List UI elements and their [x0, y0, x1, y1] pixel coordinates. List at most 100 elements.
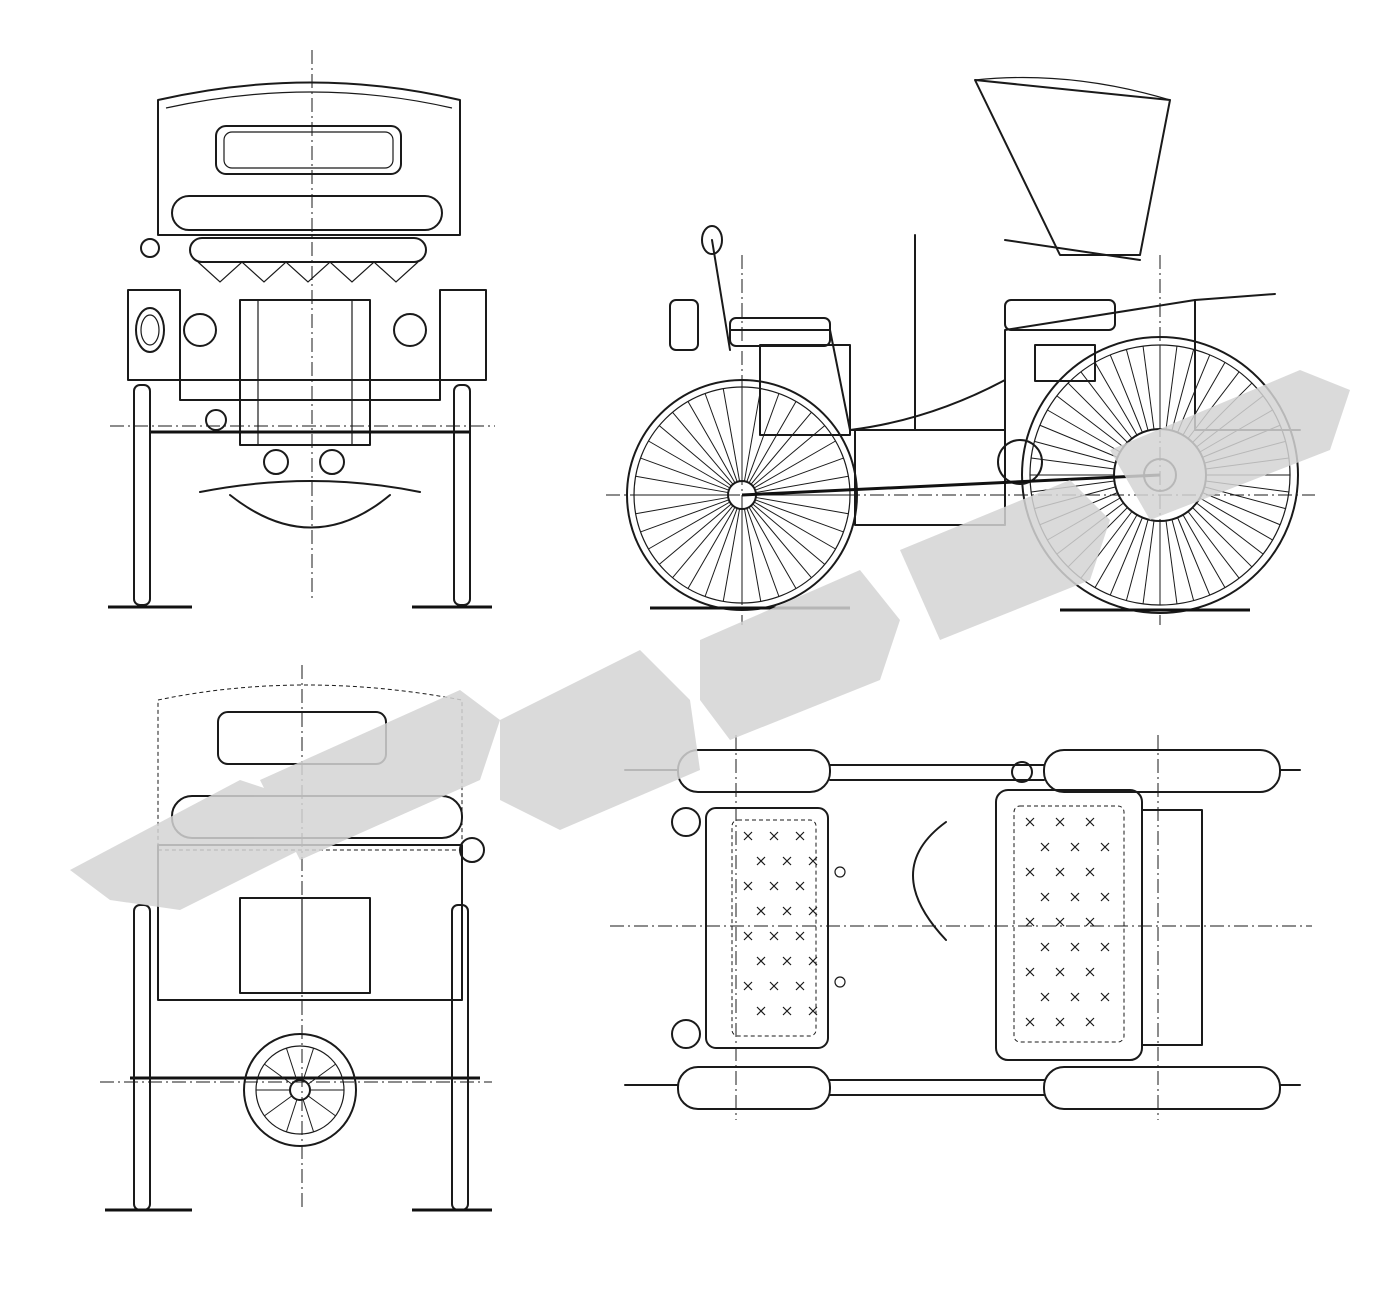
seat-tuft-mark — [1025, 867, 1035, 877]
side-view-canopy-top — [974, 76, 1171, 101]
wheel-spoke — [1177, 517, 1211, 596]
wheel-spoke — [672, 411, 734, 485]
seat-tuft-mark — [808, 856, 818, 866]
wheel-spoke — [1171, 349, 1195, 431]
top-view-engine-outline — [1141, 809, 1203, 1046]
seat-tuft-mark — [795, 831, 805, 841]
wheel-spoke — [753, 501, 836, 550]
seat-tuft-mark — [1055, 1017, 1065, 1027]
wheel-spoke — [1171, 519, 1195, 601]
rear-view-differential — [243, 1033, 357, 1147]
seat-tuft-mark — [1040, 942, 1050, 952]
seat-tuft-mark — [756, 906, 766, 916]
wheel-spoke — [1196, 502, 1264, 555]
seat-tuft-mark — [769, 931, 779, 941]
side-view-steering-column — [711, 239, 731, 351]
seat-tuft-mark — [1055, 967, 1065, 977]
side-view-engine-louvres — [1034, 344, 1096, 382]
seat-tuft-mark — [756, 1006, 766, 1016]
wheel-spoke — [1165, 520, 1178, 604]
wheel-spoke — [1034, 440, 1116, 464]
wheel-spoke — [640, 499, 730, 533]
seat-tuft-mark — [1040, 842, 1050, 852]
front-view-left-lamp-lens — [140, 314, 160, 346]
wheel-spoke — [648, 501, 731, 550]
seat-tuft-mark — [1040, 992, 1050, 1002]
seat-tuft-mark — [808, 1006, 818, 1016]
seat-tuft-mark — [1100, 892, 1110, 902]
side-view-front-wheel-spokes — [634, 387, 850, 603]
seat-tuft-mark — [1070, 892, 1080, 902]
wheel-spoke — [658, 425, 732, 487]
wheel-spoke — [722, 508, 741, 602]
seat-tuft-mark — [743, 981, 753, 991]
seat-tuft-mark — [1025, 817, 1035, 827]
wheel-spoke — [285, 1047, 298, 1081]
rear-view-body — [157, 844, 463, 1001]
top-view-rear-right-wheel — [1043, 1066, 1281, 1110]
wheel-spoke — [1094, 514, 1138, 588]
wheel-spoke — [302, 1047, 315, 1081]
seat-tuft-mark — [1085, 1017, 1095, 1027]
front-view-rear-window-glass — [223, 131, 394, 169]
wheel-spoke — [746, 393, 780, 483]
wheel-spoke — [1165, 346, 1178, 430]
wheel-spoke — [1031, 457, 1115, 470]
watermark-letter-3 — [500, 650, 700, 830]
wheel-spoke — [1109, 354, 1143, 433]
rear-view-differential-spokes — [256, 1047, 344, 1133]
seat-tuft-mark — [782, 956, 792, 966]
wheel-spoke — [748, 401, 797, 484]
seat-tuft-mark — [1070, 842, 1080, 852]
rear-view-left-wheel — [133, 904, 151, 1211]
wheel-spoke — [754, 457, 844, 491]
top-view-pivot-lower — [834, 976, 846, 988]
seat-tuft-mark — [1100, 992, 1110, 1002]
seat-tuft-mark — [1085, 967, 1095, 977]
front-view-rear-window — [215, 125, 402, 175]
front-view-right-wheel — [453, 384, 471, 606]
wheel-spoke — [307, 1095, 336, 1117]
wheel-spoke — [753, 440, 836, 489]
top-view-rear-left-wheel — [1043, 749, 1281, 793]
front-view-seat-pleats — [197, 261, 419, 283]
front-view-left-headlamp — [183, 313, 217, 347]
wheel-spoke — [1125, 519, 1149, 601]
watermark-letter-6 — [1110, 370, 1350, 520]
front-view-left-lamp — [135, 307, 165, 353]
wheel-spoke — [755, 496, 849, 515]
side-view-steering-tiller — [701, 225, 723, 255]
side-view-canopy-bow — [1004, 239, 1141, 261]
wheel-spoke — [648, 440, 731, 489]
wheel-spoke — [750, 411, 812, 485]
seat-tuft-mark — [1100, 842, 1110, 852]
front-view-oil-reservoir — [205, 409, 227, 431]
wheel-spoke — [687, 401, 736, 484]
front-view-canopy — [157, 81, 461, 236]
watermark-letter-5 — [900, 480, 1110, 640]
watermark-letter-1 — [70, 780, 300, 910]
wheel-spoke — [658, 503, 732, 565]
seat-tuft-mark — [1070, 992, 1080, 1002]
wheel-spoke — [743, 388, 762, 482]
seat-tuft-mark — [782, 856, 792, 866]
front-view-cylinder-right — [319, 449, 345, 475]
front-view-right-headlamp — [393, 313, 427, 347]
wheel-spoke — [672, 505, 734, 579]
wheel-spoke — [264, 1063, 293, 1085]
top-view-rear-seat-cushion — [1013, 805, 1125, 1043]
wheel-spoke — [1202, 492, 1281, 526]
front-view-engine-sump — [229, 494, 391, 529]
seat-tuft-mark — [1085, 817, 1095, 827]
seat-tuft-mark — [1040, 892, 1050, 902]
wheel-spoke — [635, 496, 729, 515]
top-view-front-seat-tufting — [743, 831, 818, 1016]
top-view-horn-bulb — [1011, 761, 1033, 783]
watermark-logo — [70, 370, 1350, 910]
top-view-front-left-wheel — [677, 749, 831, 793]
wheel-spoke — [1080, 371, 1133, 439]
seat-tuft-mark — [782, 906, 792, 916]
side-view-front-seat-cushion — [729, 317, 831, 347]
wheel-spoke — [1039, 424, 1118, 458]
